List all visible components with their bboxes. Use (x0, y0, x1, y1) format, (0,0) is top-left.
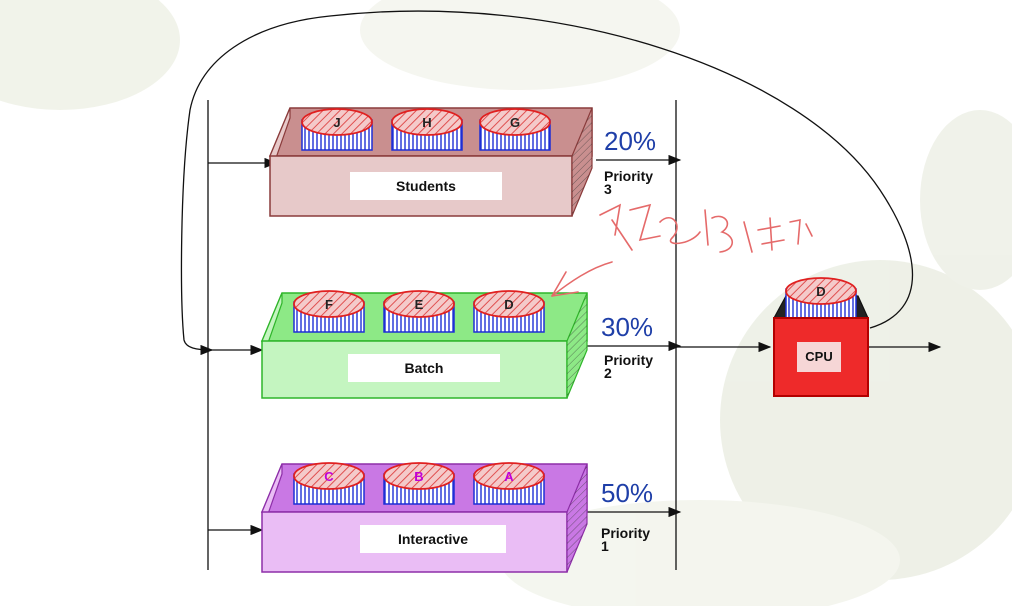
cpu-share-percent: 20% (604, 126, 657, 156)
annotation-arrow-stroke (551, 261, 613, 297)
job-letter: D (504, 297, 513, 312)
job-cylinder-h: H (391, 108, 463, 151)
return-loop-arrow (180, 10, 914, 356)
priority-number: 3 (604, 181, 612, 197)
job-letter: B (414, 469, 423, 484)
priority-number: 2 (604, 365, 612, 381)
queue-label-interactive: Interactive (360, 525, 506, 553)
job-letter: G (510, 115, 520, 130)
priority-number: 1 (601, 538, 609, 554)
job-cylinder-j: J (301, 108, 373, 151)
job-cylinder-c: C (293, 462, 365, 505)
cpu-label: CPU (797, 342, 841, 372)
cpu-box (773, 317, 869, 397)
handwritten-annotation (551, 203, 813, 297)
job-letter: J (333, 115, 340, 130)
job-cylinder-g: G (479, 108, 551, 151)
job-letter: D (816, 284, 825, 299)
job-letter: F (325, 297, 333, 312)
priority-word: Priority (604, 352, 654, 368)
queue-label-batch: Batch (348, 354, 500, 382)
job-letter: H (422, 115, 431, 130)
job-cylinder-a: A (473, 462, 545, 505)
job-cylinder-d: D (473, 290, 545, 333)
job-letter: E (415, 297, 424, 312)
priority-word: Priority (604, 168, 654, 184)
flow-lines (180, 10, 942, 570)
job-cylinder-b: B (383, 462, 455, 505)
job-letter: C (324, 469, 334, 484)
job-cylinder-f: F (293, 290, 365, 333)
priority-word: Priority (601, 525, 651, 541)
cpu-share-percent: 50% (601, 478, 654, 508)
cpu-job-cylinder: D (785, 277, 857, 320)
job-cylinder-e: E (383, 290, 455, 333)
job-letter: A (504, 469, 514, 484)
cpu-group: D (772, 277, 869, 397)
cpu-share-percent: 30% (601, 312, 654, 342)
queue-label-students: Students (350, 172, 502, 200)
